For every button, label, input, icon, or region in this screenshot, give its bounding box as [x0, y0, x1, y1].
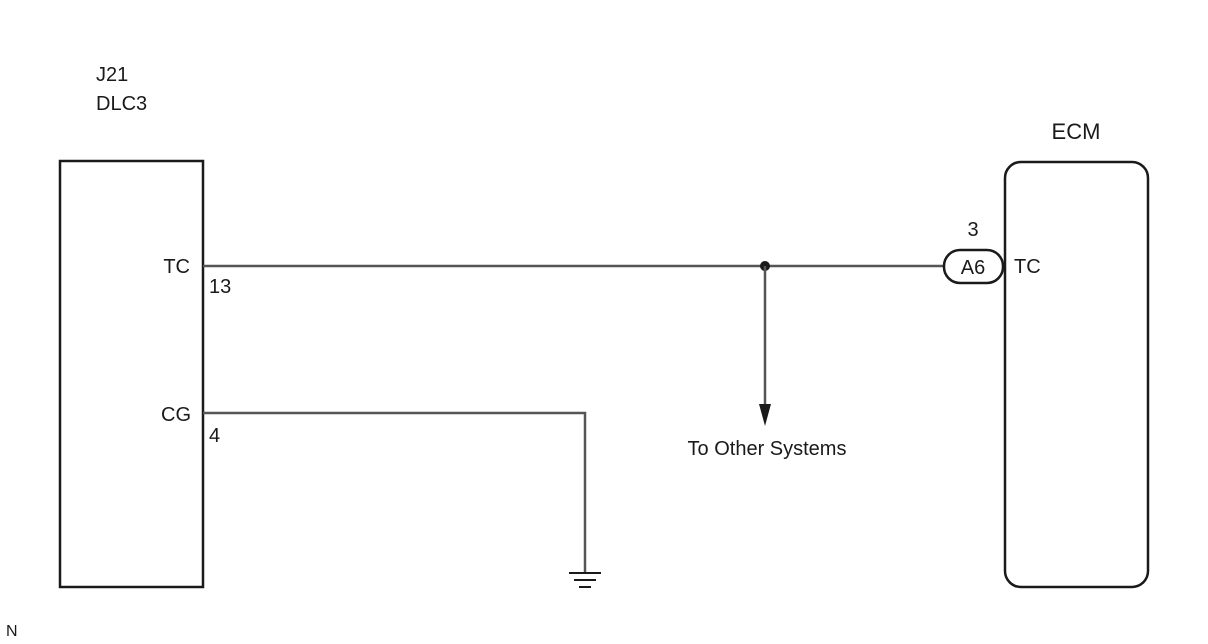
ecm-connector-pin-number: 3	[967, 219, 978, 241]
dlc3-name-label: DLC3	[96, 93, 147, 115]
dlc3-tc-pin-number: 13	[209, 276, 231, 298]
ecm-connector-tag	[942, 248, 1005, 285]
arrow-down-icon	[759, 404, 771, 426]
dlc3-connector-box	[58, 159, 205, 589]
ecm-tc-pin-label: TC	[1014, 256, 1041, 278]
dlc3-cg-pin-number: 4	[209, 425, 220, 447]
branch-label: To Other Systems	[688, 438, 847, 460]
ecm-box	[1003, 160, 1150, 589]
ecm-connector-label: A6	[961, 257, 985, 279]
dlc3-code-label: J21	[96, 64, 128, 86]
dlc3-cg-pin-label: CG	[161, 404, 191, 426]
corner-mark: N	[6, 623, 18, 640]
ecm-label: ECM	[1052, 119, 1101, 144]
cg-ground-wire	[203, 411, 587, 572]
ground-icon	[569, 572, 601, 588]
dlc3-tc-pin-label: TC	[163, 256, 190, 278]
